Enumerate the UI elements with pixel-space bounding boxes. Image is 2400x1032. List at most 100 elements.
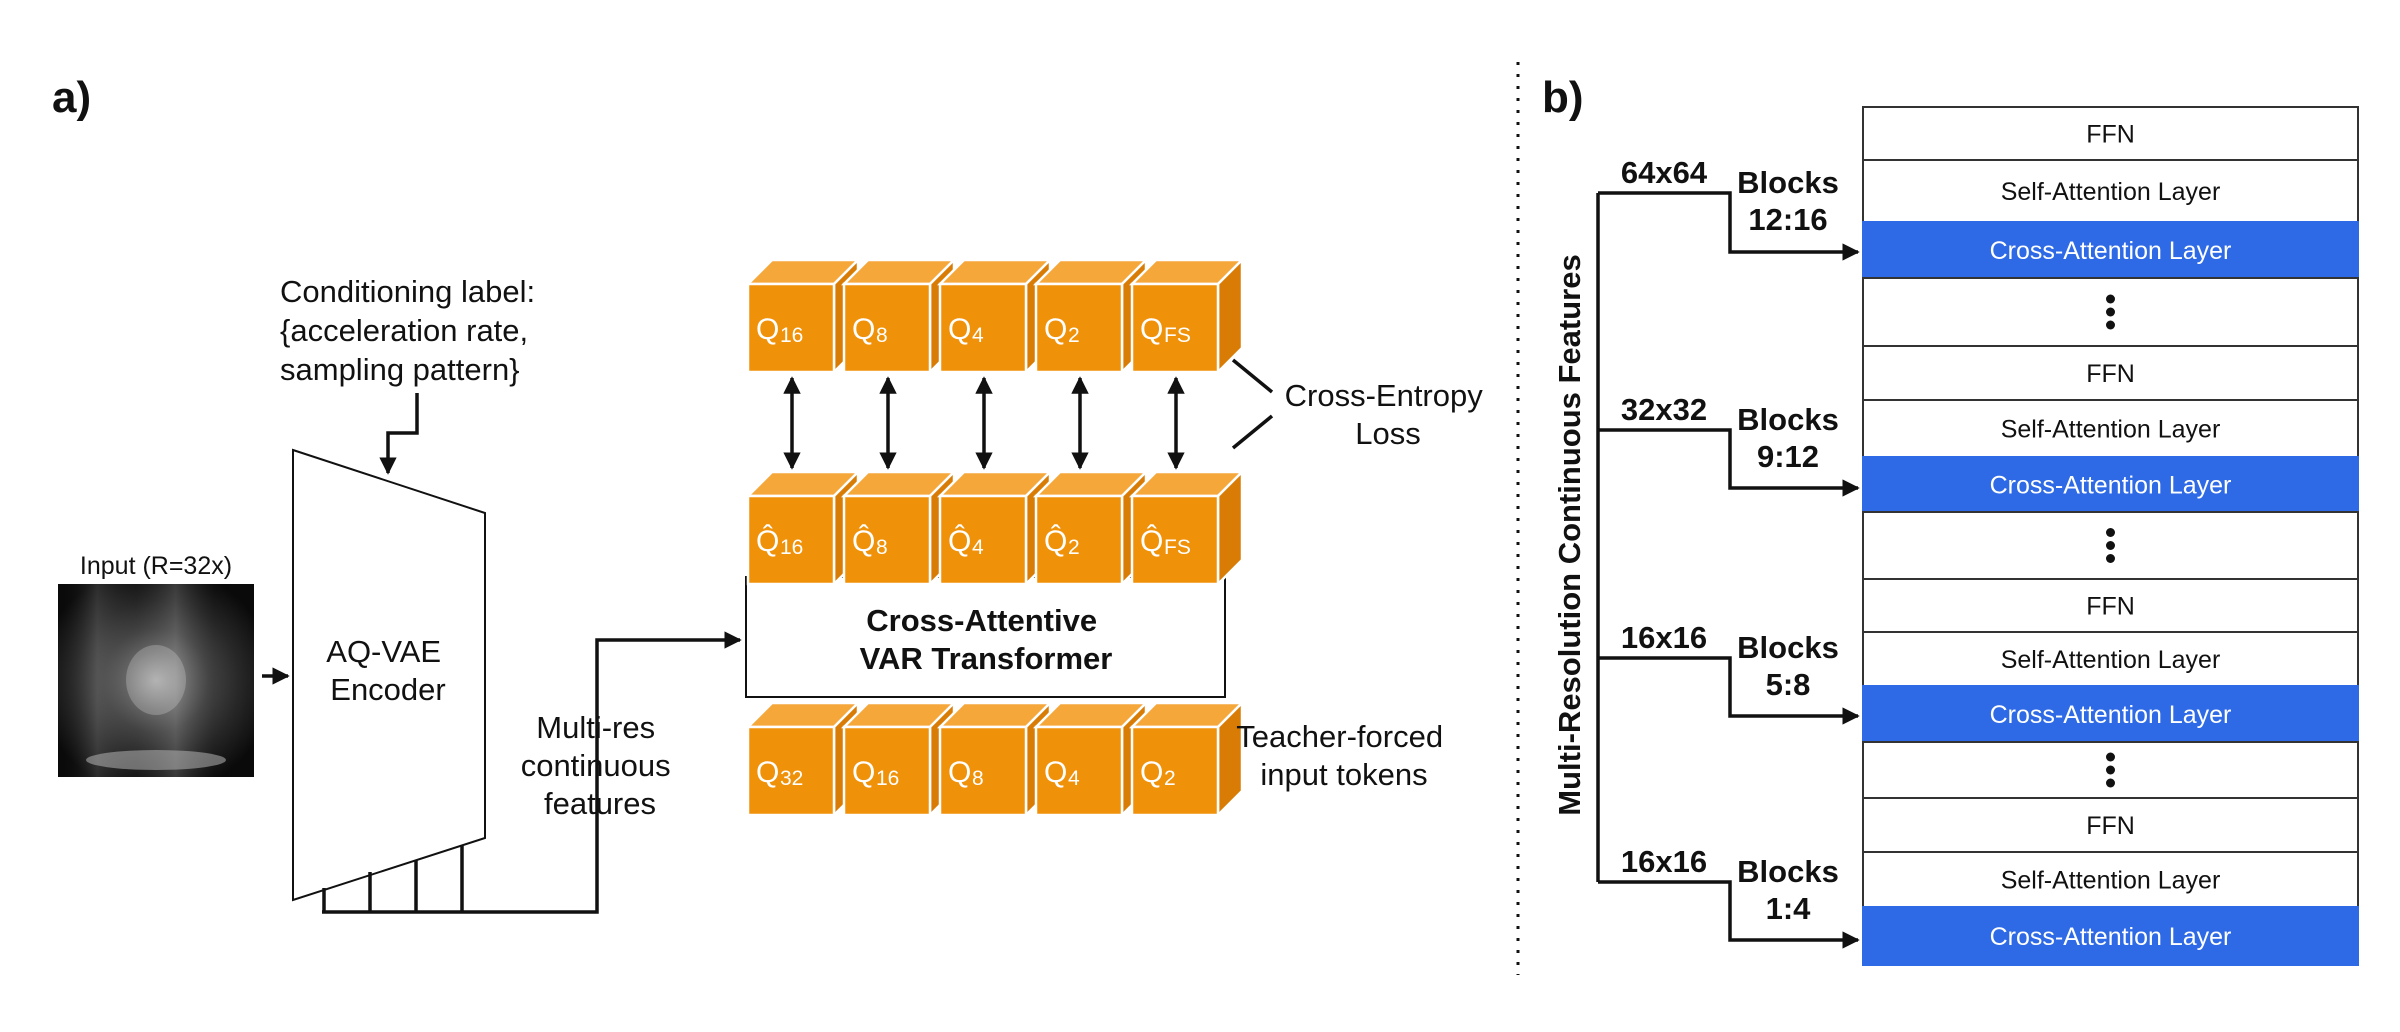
teacher-line-1: Teacher-forced <box>1236 719 1443 754</box>
transformer-label: Cross-Attentive VAR Transformer <box>860 603 1113 676</box>
blocks-line-2: 5:8 <box>1766 667 1811 702</box>
layer-label: Self-Attention Layer <box>2001 416 2221 444</box>
token-cube: Q̂2 <box>1032 468 1150 588</box>
token-subscript: 8 <box>972 767 984 790</box>
layer-label: FFN <box>2086 360 2135 388</box>
token-cube: Q̂8 <box>840 468 958 588</box>
token-comparison-arrows <box>783 376 1185 470</box>
teacher-forced-label: Teacher-forced input tokens <box>1236 719 1451 792</box>
layer-label: Cross-Attention Layer <box>1990 701 2232 729</box>
token-label: Q̂ <box>852 525 875 558</box>
layer-label: Self-Attention Layer <box>2001 178 2221 206</box>
token-subscript: 32 <box>780 767 803 790</box>
cross-attention-layer: Cross-Attention Layer <box>1862 685 2359 743</box>
panel-a-label: a) <box>52 73 91 122</box>
token-subscript: 4 <box>1068 767 1080 790</box>
blocks-line-1: Blocks <box>1737 402 1839 437</box>
layer-label: FFN <box>2086 593 2135 621</box>
token-subscript: FS <box>1164 324 1191 347</box>
token-subscript: 16 <box>780 324 803 347</box>
conditioning-line-2: {acceleration rate, <box>280 313 528 348</box>
ffn-layer: FFN <box>1862 106 2359 161</box>
layer-label: Cross-Attention Layer <box>1990 472 2232 500</box>
conditioning-line-3: sampling pattern} <box>280 352 520 387</box>
blocks-line-1: Blocks <box>1737 854 1839 889</box>
encoder-output-taps <box>322 631 742 914</box>
conditioning-line-1: Conditioning label: <box>280 274 535 309</box>
layer-label: Cross-Attention Layer <box>1990 923 2232 951</box>
encoder-line-2: Encoder <box>330 672 445 707</box>
loss-bracket-upper <box>1231 358 1274 394</box>
resolution-label: 16x16 <box>1621 844 1707 879</box>
cross-attention-layer: Cross-Attention Layer <box>1862 906 2359 966</box>
multires-line-3: features <box>544 786 656 821</box>
cross-attention-layer: Cross-Attention Layer <box>1862 456 2359 513</box>
token-label: Q̂ <box>1140 525 1163 558</box>
vertical-title: Multi-Resolution Continuous Features <box>1552 254 1587 815</box>
token-subscript: 2 <box>1068 324 1080 347</box>
transformer-line-1: Cross-Attentive <box>866 603 1097 638</box>
resolution-label: 16x16 <box>1621 620 1707 655</box>
ellipsis-gap <box>1862 277 2359 347</box>
token-label: Q <box>1140 313 1163 346</box>
ffn-layer: FFN <box>1862 797 2359 853</box>
blocks-line-1: Blocks <box>1737 165 1839 200</box>
token-label: Q <box>756 313 779 346</box>
token-label: Q <box>1044 756 1067 789</box>
input-label: Input (R=32x) <box>80 552 232 580</box>
multires-label: Multi-res continuous features <box>521 710 680 821</box>
token-label: Q <box>1044 313 1067 346</box>
token-label: Q <box>852 313 875 346</box>
token-subscript: 4 <box>972 536 984 559</box>
cross-attention-layer: Cross-Attention Layer <box>1862 221 2359 279</box>
token-subscript: 16 <box>780 536 803 559</box>
token-subscript: 16 <box>876 767 899 790</box>
encoder-label: AQ-VAE Encoder <box>326 634 449 707</box>
token-subscript: 2 <box>1068 536 1080 559</box>
resolution-label: 64x64 <box>1621 155 1708 190</box>
loss-label: Cross-Entropy Loss <box>1285 378 1492 451</box>
token-subscript: 2 <box>1164 767 1176 790</box>
resolution-label: 32x32 <box>1621 392 1707 427</box>
input-mri-image <box>58 584 254 777</box>
token-label: Q <box>948 313 971 346</box>
transformer-line-2: VAR Transformer <box>860 641 1113 676</box>
self-attention-layer: Self-Attention Layer <box>1862 631 2359 687</box>
ffn-layer: FFN <box>1862 345 2359 401</box>
layer-label: Self-Attention Layer <box>2001 867 2221 895</box>
self-attention-layer: Self-Attention Layer <box>1862 159 2359 223</box>
token-subscript: 8 <box>876 324 888 347</box>
token-cube: Q̂4 <box>936 468 1054 588</box>
layer-label: FFN <box>2086 812 2135 840</box>
conditioning-arrow <box>379 393 419 475</box>
blocks-line-1: Blocks <box>1737 630 1839 665</box>
loss-bracket-lower <box>1231 414 1274 450</box>
token-label: Q <box>1140 756 1163 789</box>
multires-line-1: Multi-res <box>536 710 655 745</box>
self-attention-layer: Self-Attention Layer <box>1862 399 2359 458</box>
token-subscript: 8 <box>876 536 888 559</box>
token-cube: Q̂16 <box>744 468 862 588</box>
token-label: Q <box>756 756 779 789</box>
